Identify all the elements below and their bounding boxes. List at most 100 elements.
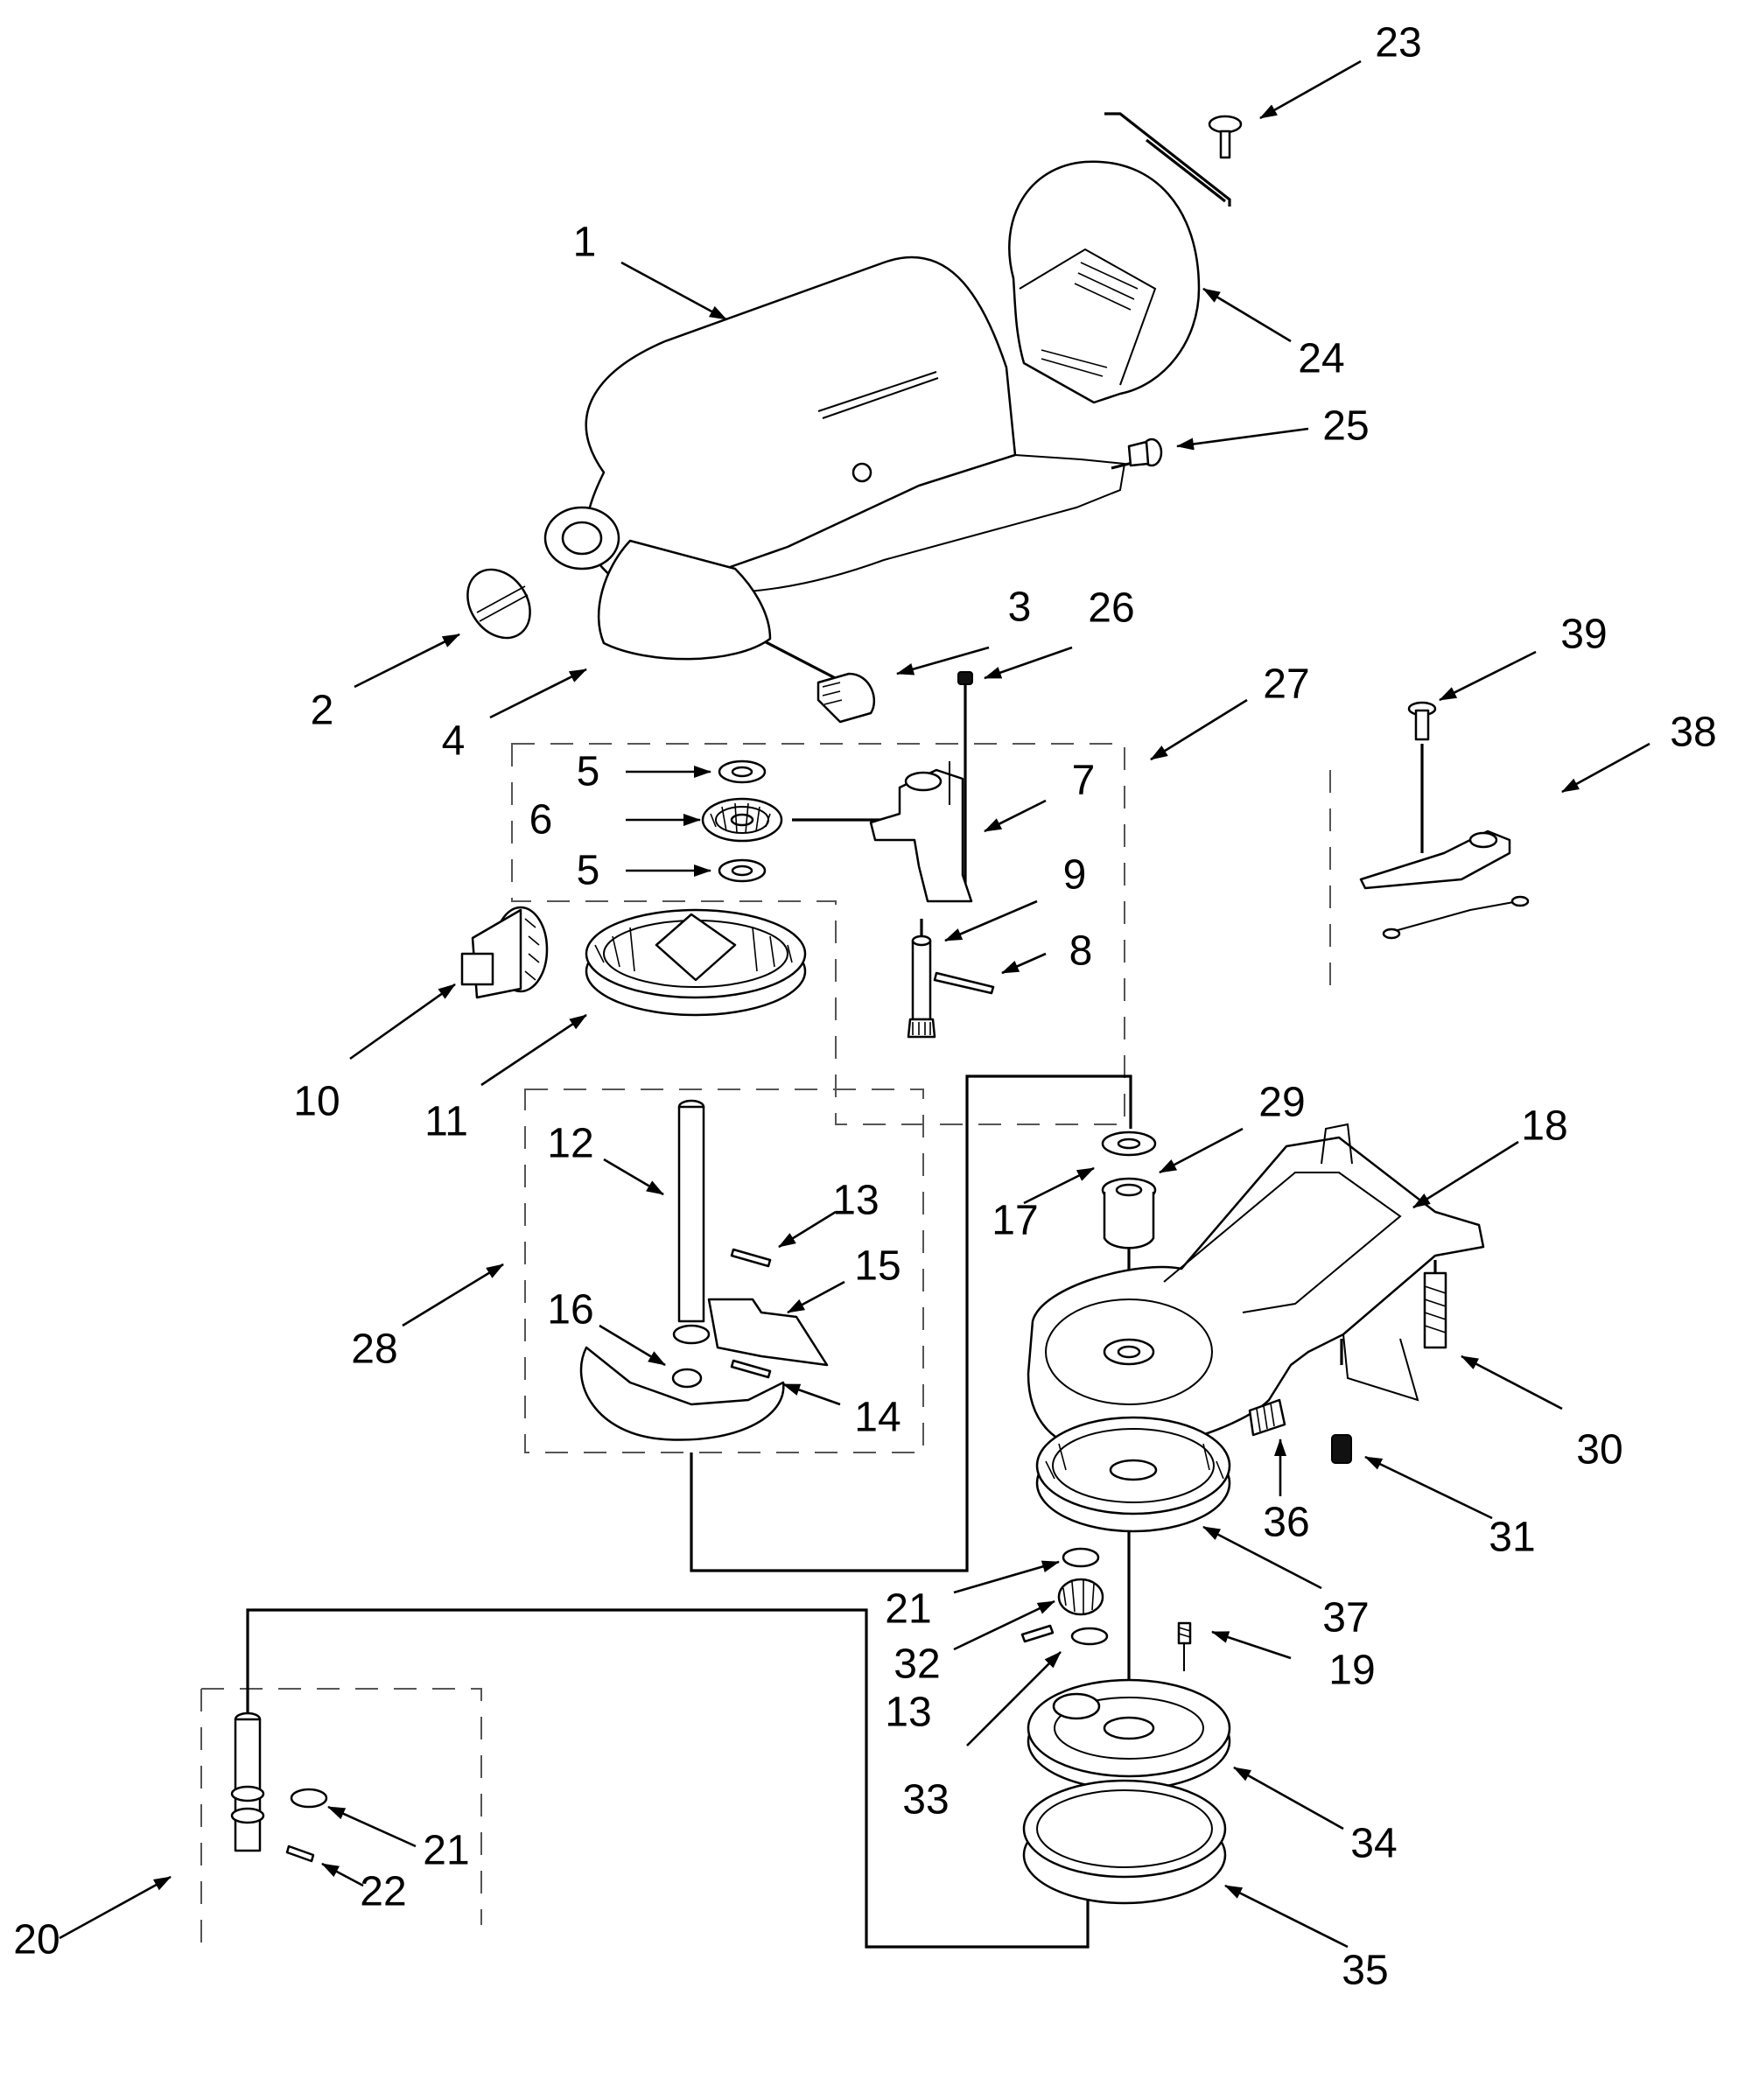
screw-part-19 xyxy=(1177,1621,1192,1671)
label-part-37: 37 xyxy=(1322,1595,1369,1642)
hub-cap-part-2 xyxy=(466,568,531,640)
pin-part-13-lower xyxy=(1020,1624,1055,1643)
label-part-13-lower: 13 xyxy=(885,1690,931,1736)
label-part-15: 15 xyxy=(854,1243,901,1290)
label-part-19: 19 xyxy=(1328,1648,1375,1694)
leader-22 xyxy=(321,1862,364,1887)
label-part-32: 32 xyxy=(894,1642,940,1688)
leader-34 xyxy=(1233,1766,1344,1830)
planetary-housing-part-34 xyxy=(1027,1678,1231,1791)
connector-28-loop xyxy=(690,1216,969,1572)
label-part-3: 3 xyxy=(1008,584,1032,631)
label-part-31: 31 xyxy=(1489,1515,1535,1561)
retaining-ring-part-21-small xyxy=(290,1788,328,1809)
washer-part-33 xyxy=(1070,1627,1109,1646)
leader-16 xyxy=(599,1324,666,1367)
label-part-27: 27 xyxy=(1263,662,1309,708)
leader-37 xyxy=(1202,1525,1322,1590)
label-part-4: 4 xyxy=(442,718,466,765)
washer-part-17 xyxy=(1101,1130,1157,1157)
pin-part-14 xyxy=(730,1359,772,1379)
leader-30 xyxy=(1461,1354,1563,1410)
leader-31 xyxy=(1364,1455,1493,1520)
leader-14 xyxy=(782,1382,841,1406)
label-part-28: 28 xyxy=(351,1326,397,1373)
leader-20 xyxy=(59,1875,172,1940)
leader-3 xyxy=(896,646,990,676)
screw-part-26 xyxy=(957,671,973,700)
leader-35 xyxy=(1224,1884,1349,1949)
label-part-38: 38 xyxy=(1670,710,1716,756)
label-part-7: 7 xyxy=(1072,758,1096,804)
leader-21b xyxy=(327,1805,417,1848)
label-part-9: 9 xyxy=(1063,852,1087,899)
leader-25 xyxy=(1176,427,1309,451)
knob-part-3 xyxy=(816,672,876,724)
label-part-20: 20 xyxy=(13,1917,60,1964)
connector-20-loop xyxy=(246,1608,1090,1949)
label-part-21-center: 21 xyxy=(885,1586,931,1633)
sleeve-part-10 xyxy=(460,906,549,999)
label-part-18: 18 xyxy=(1521,1103,1567,1150)
leader-arrows xyxy=(59,60,1650,1949)
spring-pin-part-36 xyxy=(1248,1398,1286,1437)
label-part-16: 16 xyxy=(547,1287,593,1334)
planetary-shaft-part-20 xyxy=(230,1712,265,1852)
subassembly-boxes xyxy=(200,743,1331,1942)
label-part-26: 26 xyxy=(1088,585,1134,632)
label-part-10: 10 xyxy=(293,1079,340,1125)
box-28-shaft-assembly xyxy=(524,1088,924,1453)
label-part-24: 24 xyxy=(1298,336,1344,382)
label-part-11: 11 xyxy=(424,1099,468,1145)
leader-39 xyxy=(1439,650,1537,702)
label-part-12: 12 xyxy=(547,1121,593,1167)
leader-27 xyxy=(1150,698,1248,761)
bushing-part-29 xyxy=(1101,1177,1157,1250)
switch-bracket-part-38 xyxy=(1359,830,1530,940)
pinion-shaft-part-9 xyxy=(907,934,936,1039)
label-part-6: 6 xyxy=(529,797,553,844)
washer-part-5-upper xyxy=(718,760,767,784)
pin-part-13-upper xyxy=(730,1248,772,1268)
bolt-part-30 xyxy=(1423,1271,1447,1349)
leader-19 xyxy=(1211,1630,1292,1660)
leader-23 xyxy=(1259,60,1362,120)
plate-part-15 xyxy=(707,1298,829,1367)
gear-bracket-part-7 xyxy=(869,761,973,903)
leader-32 xyxy=(953,1600,1055,1651)
leader-21a xyxy=(953,1560,1060,1594)
leader-1 xyxy=(620,261,727,321)
leader-11 xyxy=(480,1013,587,1087)
label-part-35: 35 xyxy=(1342,1948,1388,1994)
leader-18 xyxy=(1412,1140,1519,1209)
leader-12 xyxy=(603,1158,664,1196)
ring-part-16 xyxy=(671,1368,703,1389)
label-part-29: 29 xyxy=(1258,1080,1305,1126)
screw-part-23 xyxy=(1208,115,1243,159)
leader-38 xyxy=(1561,742,1650,794)
ring-gear-part-37 xyxy=(1035,1416,1231,1533)
gear-case-part-18 xyxy=(1027,1123,1485,1454)
leader-9 xyxy=(944,900,1038,942)
shaft-part-12 xyxy=(672,1099,711,1345)
leader-29 xyxy=(1159,1127,1244,1174)
label-part-17: 17 xyxy=(992,1198,1038,1244)
large-gear-part-11 xyxy=(585,908,807,1017)
label-part-5-lower: 5 xyxy=(577,848,600,894)
label-part-36: 36 xyxy=(1263,1500,1309,1546)
label-part-23: 23 xyxy=(1375,20,1421,66)
label-part-14: 14 xyxy=(854,1395,901,1441)
gear-part-6 xyxy=(701,797,783,843)
leader-8 xyxy=(1001,952,1047,975)
rear-cover-part-24 xyxy=(1008,160,1201,404)
leader-33 xyxy=(966,1651,1062,1746)
label-part-1: 1 xyxy=(573,220,597,266)
leader-4 xyxy=(489,668,587,719)
leader-26 xyxy=(984,646,1073,680)
label-part-21-left: 21 xyxy=(423,1828,469,1874)
label-part-34: 34 xyxy=(1350,1821,1397,1867)
label-part-39: 39 xyxy=(1560,612,1607,658)
leader-13a xyxy=(778,1210,837,1249)
label-part-8: 8 xyxy=(1069,928,1093,975)
trim-ring-part-35 xyxy=(1022,1779,1227,1905)
